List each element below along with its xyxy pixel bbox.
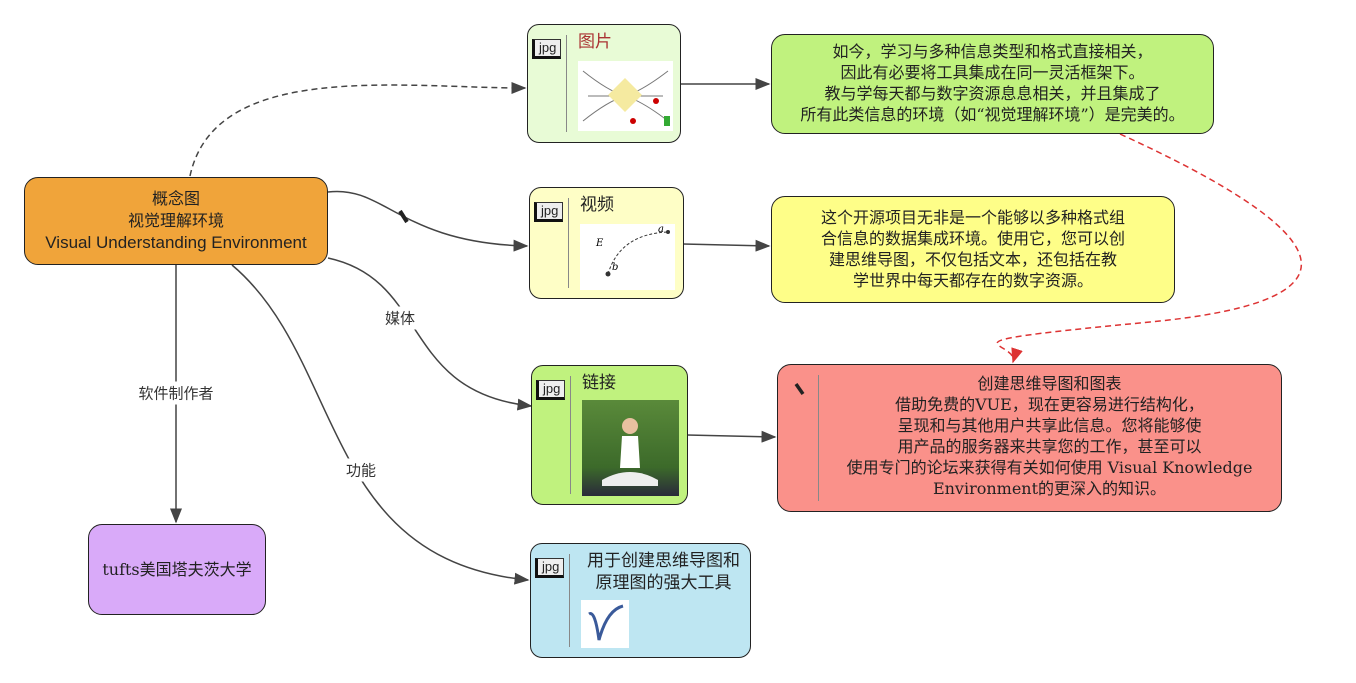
label-a: a (658, 224, 664, 235)
central-node[interactable]: 概念图 视觉理解环境 Visual Understanding Environm… (24, 177, 328, 265)
yoga-photo (582, 400, 679, 496)
edge-note1-note3 (996, 133, 1303, 364)
resource-title: 图片 (578, 32, 612, 52)
resource-picture[interactable]: jpg 图片 (527, 24, 681, 143)
jpg-badge: jpg (536, 380, 566, 400)
note-open-source[interactable]: 这个开源项目无非是一个能够以多种格式组 合信息的数据集成环境。使用它，您可以创 … (771, 196, 1175, 303)
note-line: 学世界中每天都存在的数字资源。 (852, 271, 1093, 290)
note-integration[interactable]: 如今，学习与多种信息类型和格式直接相关， 因此有必要将工具集成在同一灵活框架下。… (771, 34, 1214, 134)
edge-central-video (327, 190, 529, 252)
jpg-badge: jpg (535, 558, 565, 578)
central-line-2: 视觉理解环境 (127, 211, 224, 230)
label-b: b (612, 262, 618, 273)
edge-label-function: 功能 (343, 458, 379, 482)
note-create-mindmap[interactable]: 创建思维导图和图表 借助免费的VUE，现在更容易进行结构化， 呈现和与其他用户共… (777, 364, 1282, 512)
central-line-3: Visual Understanding Environment (45, 233, 307, 252)
resource-title: 视频 (580, 195, 614, 215)
central-line-1: 概念图 (151, 189, 200, 208)
note-line: 借助免费的VUE，现在更容易进行结构化， (895, 395, 1204, 414)
note-line: 合信息的数据集成环境。使用它，您可以创 (820, 229, 1125, 248)
edge-label-media: 媒体 (382, 306, 418, 330)
resource-link[interactable]: jpg 链接 (531, 365, 688, 505)
note-line: 创建思维导图和图表 (977, 374, 1122, 393)
note-line: 这个开源项目无非是一个能够以多种格式组 (820, 208, 1125, 227)
edge-label-author: 软件制作者 (136, 381, 216, 405)
resource-tool[interactable]: jpg 用于创建思维导图和原理图的强大工具 (530, 543, 751, 658)
jpg-badge: jpg (534, 202, 564, 222)
resource-video[interactable]: jpg 视频 E a b (529, 187, 684, 299)
resource-title: 链接 (582, 373, 616, 393)
note-line: 所有此类信息的环境（如“视觉理解环境”）是完美的。 (800, 105, 1185, 124)
label-E: E (595, 238, 604, 249)
pencil-icon (794, 383, 805, 396)
pencil-icon (398, 209, 409, 224)
note-line: 因此有必要将工具集成在同一灵活框架下。 (840, 63, 1145, 82)
edge-central-picture (189, 81, 527, 177)
note-line: Environment的更深入的知识。 (932, 479, 1167, 498)
edge-central-tool (231, 264, 530, 585)
vue-logo (581, 600, 629, 648)
mindmap-thumbnail (578, 61, 673, 131)
edge-link-note3 (686, 430, 777, 443)
edge-video-note2 (682, 239, 771, 252)
note-line: 建思维导图，不仅包括文本，还包括在教 (828, 250, 1117, 269)
note-line: 教与学每天都与数字资源息息相关，并且集成了 (824, 84, 1161, 103)
note-line: 用产品的服务器来共享您的工作，甚至可以 (897, 437, 1202, 456)
edge-central-link (327, 257, 533, 411)
note-line: 呈现和与其他用户共享此信息。您将能够使 (897, 416, 1202, 435)
note-line: 如今，学习与多种信息类型和格式直接相关， (832, 42, 1153, 61)
tufts-node[interactable]: tufts美国塔夫茨大学 (88, 524, 266, 615)
resource-title: 用于创建思维导图和原理图的强大工具 (587, 551, 740, 593)
note-line: 使用专门的论坛来获得有关如何使用 Visual Knowledge (846, 458, 1253, 477)
physics-thumbnail: E a b (580, 224, 675, 290)
tufts-label: tufts美国塔夫茨大学 (102, 560, 252, 579)
jpg-badge: jpg (532, 39, 562, 59)
